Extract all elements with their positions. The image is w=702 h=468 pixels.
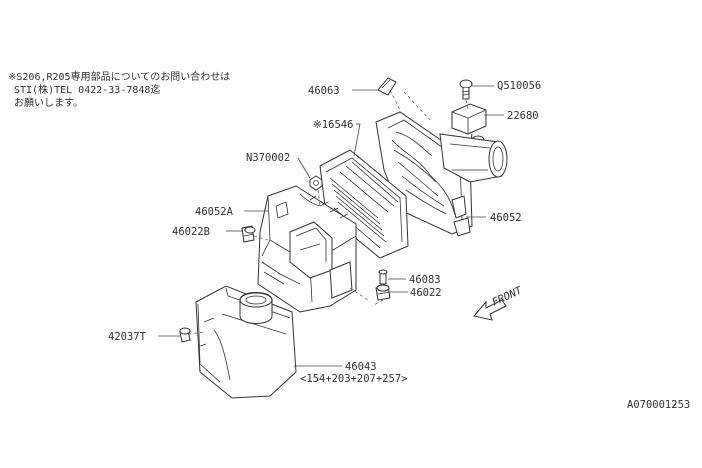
leader-lines [158, 85, 504, 367]
note-line-3: お願いします。 [14, 97, 83, 109]
front-arrow-icon [473, 299, 507, 321]
nut-n370002 [309, 175, 323, 191]
note-line-2: STI(株)TEL 0422-33-7848迄 [14, 83, 160, 96]
label-42037t: 42037T [108, 331, 147, 343]
lower-case-46052a [257, 185, 357, 313]
label-16546: ※16546 [313, 119, 353, 131]
label-46022: 46022 [410, 287, 442, 299]
front-label: FRONT [490, 284, 524, 309]
resonator-46043 [195, 285, 297, 399]
label-22680: 22680 [507, 110, 539, 122]
grommet-46022b [241, 225, 256, 243]
plug-42037t [179, 327, 191, 343]
grommet-46022 [375, 284, 391, 301]
label-46083: 46083 [409, 274, 441, 286]
note-line-1: ※S206,R205専用部品についてのお問い合わせは [8, 70, 230, 83]
label-46063: 46063 [308, 85, 340, 97]
label-46052a: 46052A [195, 206, 234, 218]
diagram-id: A070001253 [627, 399, 690, 411]
label-46043: 46043 [345, 361, 377, 373]
clip-46063 [377, 77, 397, 96]
label-46022b: 46022B [172, 226, 210, 238]
assembly-guide-lines [187, 89, 469, 335]
label-n370002: N370002 [246, 152, 290, 164]
bolt-q510056 [459, 79, 473, 100]
pin-46083 [378, 269, 388, 285]
sti-contact-note: ※S206,R205専用部品についてのお問い合わせは STI(株)TEL 042… [8, 70, 230, 109]
callout-labels: 46063 Q510056 22680 ※16546 N370002 46052… [108, 80, 541, 385]
label-46052: 46052 [490, 212, 522, 224]
label-q510056: Q510056 [497, 80, 541, 92]
front-direction-indicator: FRONT [473, 284, 525, 321]
label-46043-qualifier: <154+203+207+257> [300, 373, 407, 385]
